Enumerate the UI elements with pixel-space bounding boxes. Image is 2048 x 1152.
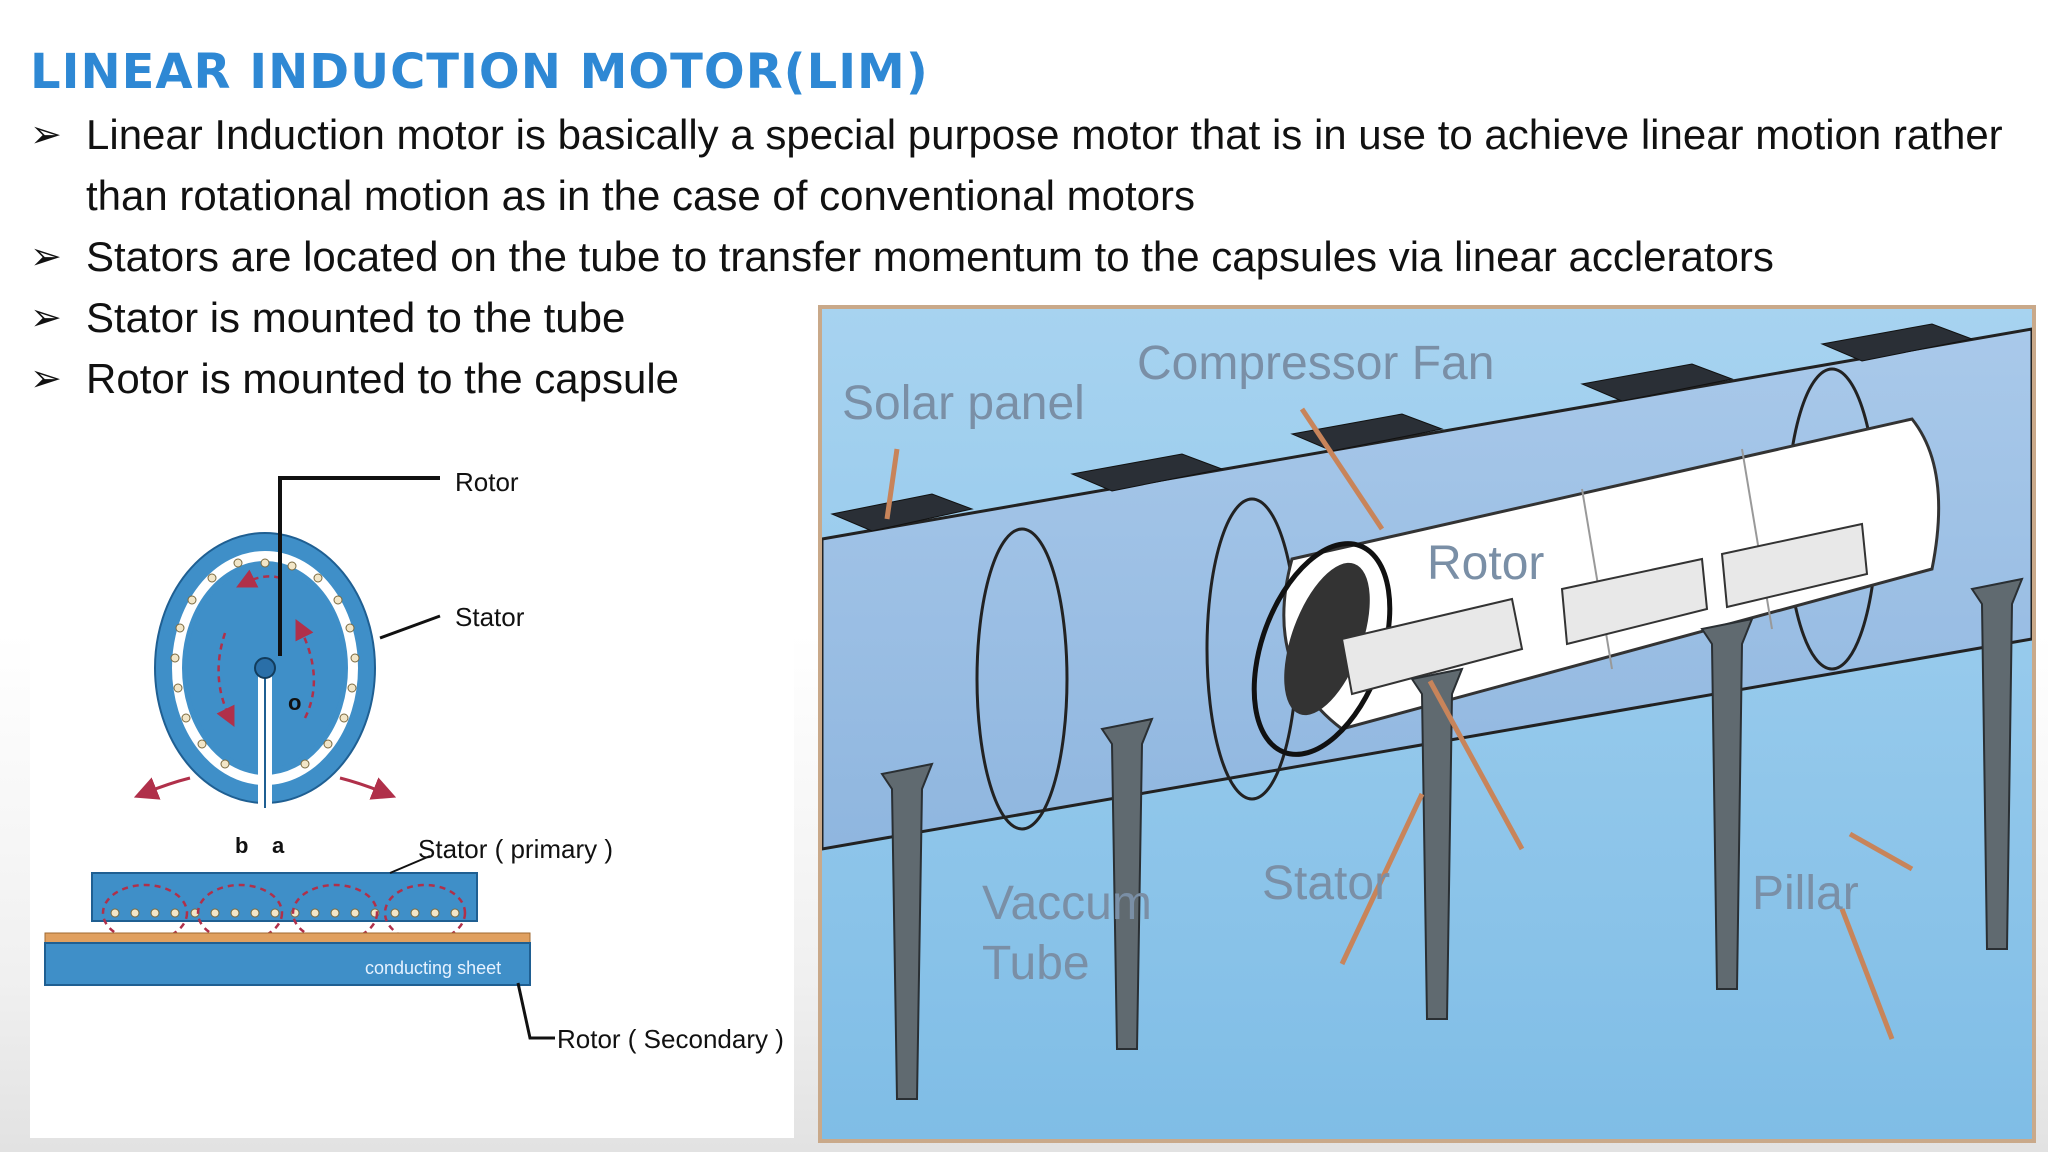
label-stator-primary: Stator ( primary ) [418, 834, 613, 864]
bullet-list: ➢ Linear Induction motor is basically a … [30, 104, 2020, 409]
rotary-motor-shape [133, 532, 397, 808]
label-rotor: Rotor [455, 467, 519, 497]
label-rotor: Rotor [1427, 537, 1544, 590]
label-a: a [272, 833, 285, 858]
arrow-bullet-icon: ➢ [30, 112, 62, 156]
label-b: b [235, 833, 248, 858]
label-o: o [288, 690, 301, 715]
label-stator: Stator [455, 602, 525, 632]
hyperloop-illustration: Solar panel Compressor Fan Rotor Stator … [818, 305, 2036, 1143]
arrow-bullet-icon: ➢ [30, 356, 62, 400]
bullet-item: ➢ Rotor is mounted to the capsule [30, 348, 2020, 409]
stator-primary-leader [389, 855, 431, 874]
label-vaccum: Vaccum [982, 877, 1152, 930]
label-solar-panel: Solar panel [842, 377, 1085, 430]
linear-stator-shape [91, 872, 478, 943]
label-conducting-sheet: conducting sheet [365, 958, 501, 978]
label-compressor-fan: Compressor Fan [1137, 337, 1494, 390]
slide-title: LINEAR INDUCTION MOTOR(LIM) [30, 44, 929, 100]
rotor-plates [1340, 522, 1869, 696]
arrow-bullet-icon: ➢ [30, 234, 62, 278]
arrow-bullet-icon: ➢ [30, 295, 62, 339]
bullet-text: Stators are located on the tube to trans… [86, 233, 1774, 280]
bullet-item: ➢ Linear Induction motor is basically a … [30, 104, 2020, 226]
rotor-secondary-leader [516, 982, 555, 1040]
hyperloop-illustration-svg: Solar panel Compressor Fan Rotor Stator … [820, 309, 2034, 1139]
solar-panels [830, 323, 1974, 532]
bullet-text: Linear Induction motor is basically a sp… [86, 111, 2003, 219]
lim-diagram: Rotor Stator o b a Stator ( primar [30, 438, 794, 1138]
leader-lines [884, 407, 1914, 1040]
label-tube: Tube [982, 937, 1090, 990]
bullet-text: Stator is mounted to the tube [86, 294, 626, 341]
label-stator: Stator [1262, 857, 1390, 910]
conducting-sheet-shape [44, 932, 531, 986]
rotor-leader-line [278, 476, 440, 656]
bullet-text: Rotor is mounted to the capsule [86, 355, 680, 402]
bullet-item: ➢ Stators are located on the tube to tra… [30, 226, 2020, 287]
bullet-item: ➢ Stator is mounted to the tube [30, 287, 2020, 348]
pillars [880, 577, 2024, 1100]
label-rotor-secondary: Rotor ( Secondary ) [557, 1024, 784, 1054]
lim-diagram-svg: Rotor Stator o b a Stator ( primar [44, 467, 784, 1054]
label-pillar: Pillar [1752, 867, 1859, 920]
stator-leader-line [379, 614, 441, 640]
